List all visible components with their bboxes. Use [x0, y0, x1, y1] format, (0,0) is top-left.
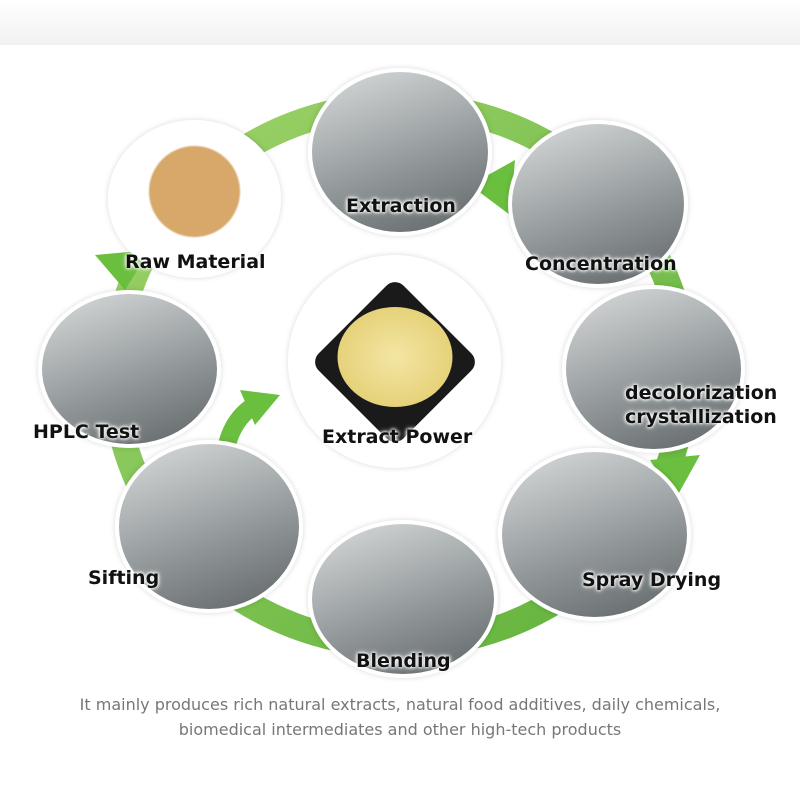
- arrow-head-icon: [240, 390, 280, 425]
- arrow-head-icon: [95, 250, 150, 290]
- extract-powder-photo: [288, 255, 501, 468]
- spray-drying-photo: [498, 448, 691, 621]
- caption-line-1: It mainly produces rich natural extracts…: [79, 695, 721, 714]
- step-label-sifting: Sifting: [88, 567, 160, 589]
- step-label-hplc-test: HPLC Test: [33, 421, 140, 443]
- decolorization-photo: [562, 285, 745, 453]
- step-label-raw-material: Raw Material: [125, 251, 266, 273]
- step-label-concentration: Concentration: [525, 253, 677, 275]
- hplc-photo: [38, 290, 221, 448]
- step-label-blending: Blending: [356, 650, 451, 672]
- step-label-decolorization: decolorization: [625, 382, 778, 404]
- background-band: [0, 0, 800, 45]
- extraction-photo: [308, 68, 492, 236]
- raw-material-photo: [108, 120, 281, 278]
- caption: It mainly produces rich natural extracts…: [0, 692, 800, 742]
- yellow-powder: [337, 307, 452, 408]
- step-label-extraction: Extraction: [346, 195, 456, 217]
- step-label-spray-drying: Spray Drying: [582, 569, 722, 591]
- blending-photo: [308, 520, 498, 678]
- arrow-head-icon: [470, 160, 515, 215]
- caption-line-2: biomedical intermediates and other high-…: [178, 720, 622, 739]
- step-label-crystallization: crystallization: [625, 406, 777, 428]
- arrow-head-icon: [650, 455, 700, 500]
- sifting-photo: [115, 440, 303, 613]
- center-label-extract-power: Extract Power: [322, 426, 473, 448]
- concentration-photo: [508, 120, 688, 288]
